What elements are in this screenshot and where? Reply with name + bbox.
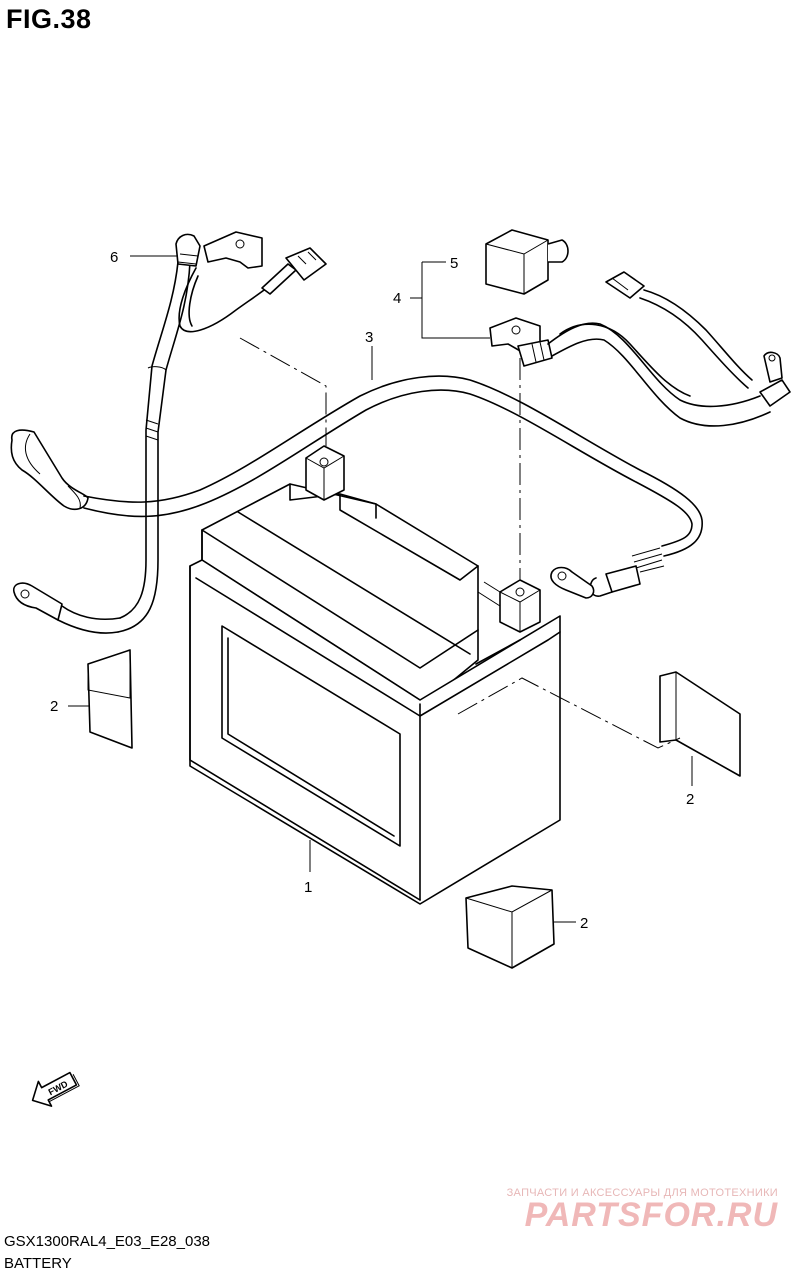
callout-6: 6: [110, 249, 118, 266]
watermark-brand: PARTSFOR.RU: [524, 1196, 778, 1234]
fwd-arrow-icon: FWD: [31, 1071, 80, 1107]
pad-2-left: [87, 649, 133, 749]
figure-title: FIG.38: [6, 4, 92, 34]
callout-2b: 2: [686, 791, 694, 808]
battery-cable-6: [12, 231, 327, 634]
callout-2c: 2: [580, 915, 588, 932]
relay-cap-5: [485, 229, 569, 295]
model-code: GSX1300RAL4_E03_E28_038: [4, 1233, 211, 1250]
callout-3: 3: [365, 329, 373, 346]
battery-1: [189, 445, 561, 905]
callout-2a: 2: [50, 698, 58, 715]
callout-1: 1: [304, 879, 312, 896]
leader-lines: [68, 255, 693, 923]
battery-cable-3: [10, 375, 703, 599]
pad-2-right: [659, 671, 741, 777]
watermark-tagline: ЗАПЧАСТИ И АКСЕССУАРЫ ДЛЯ МОТОТЕХНИКИ: [506, 1187, 778, 1199]
relay-lead-4: [489, 271, 791, 427]
alignment-lines: [239, 337, 681, 749]
callout-4: 4: [393, 290, 401, 307]
section-name: BATTERY: [4, 1255, 72, 1272]
cable-spring: [589, 547, 665, 597]
pad-2-bottom: [465, 885, 555, 969]
callout-5: 5: [450, 255, 458, 272]
